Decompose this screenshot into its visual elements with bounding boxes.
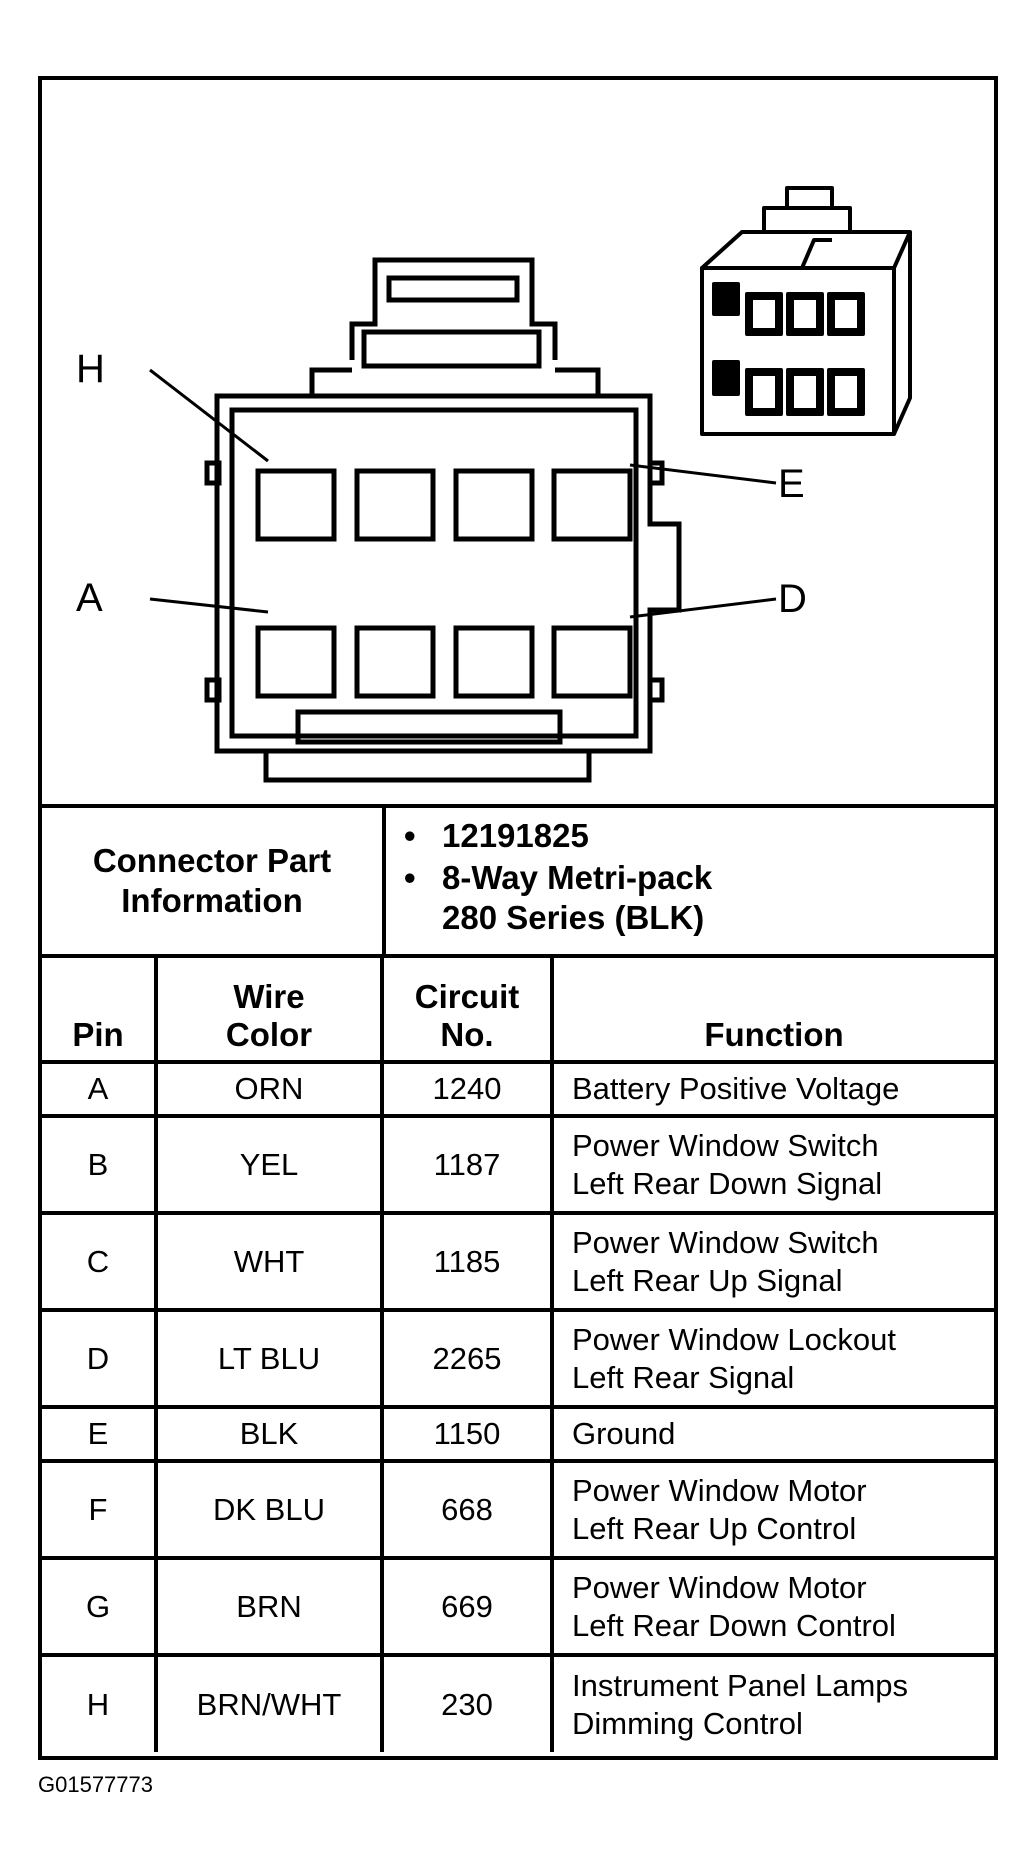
cell-circuit: 2265 [380, 1308, 554, 1409]
pin-label-a: A [76, 576, 103, 620]
leader-line-d [629, 597, 777, 619]
cell-wire-color: YEL [154, 1114, 384, 1215]
connector-3d-view [700, 186, 912, 436]
connector-type: 8-Way Metri-pack 280 Series (BLK) [404, 858, 994, 938]
connector-shoulders [309, 367, 601, 396]
table-row: G BRN 669 Power Window Motor Left Rear D… [42, 1556, 994, 1657]
terminal-cavity-g [354, 468, 436, 542]
connector-side-tab [204, 460, 222, 486]
cell-wire-color: DK BLU [154, 1459, 384, 1560]
cell-pin: H [42, 1653, 158, 1752]
pin-table-header-row: Pin Wire Color Circuit No. Function [42, 958, 994, 1064]
header-wire-color: Wire Color [154, 958, 384, 1064]
table-row: D LT BLU 2265 Power Window Lockout Left … [42, 1308, 994, 1409]
connector-latch-tab [386, 275, 520, 303]
pin-label-e: E [778, 462, 805, 506]
terminal-cavity-a [255, 625, 337, 699]
figure-id: G01577773 [38, 1772, 153, 1797]
cell-wire-color: LT BLU [154, 1308, 384, 1409]
table-row: C WHT 1185 Power Window Switch Left Rear… [42, 1211, 994, 1312]
terminal-cavity-f [453, 468, 535, 542]
terminal-cavity-b [354, 625, 436, 699]
table-row: F DK BLU 668 Power Window Motor Left Rea… [42, 1459, 994, 1560]
connector-bottom-key [295, 709, 563, 745]
cell-function: Power Window Motor Left Rear Down Contro… [550, 1556, 994, 1657]
connector-part-info-list: 12191825 8-Way Metri-pack 280 Series (BL… [386, 808, 994, 954]
pin-label-h: H [76, 347, 105, 391]
pin-table: Pin Wire Color Circuit No. Function A OR… [42, 958, 994, 1752]
connector-part-info: Connector Part Information 12191825 8-Wa… [42, 804, 994, 958]
cell-circuit: 1185 [380, 1211, 554, 1312]
connector-side-tab [647, 460, 665, 486]
cell-pin: F [42, 1459, 158, 1560]
connector-diagram-frame: H E A D [38, 76, 998, 1760]
table-row: B YEL 1187 Power Window Switch Left Rear… [42, 1114, 994, 1215]
cell-circuit: 668 [380, 1459, 554, 1560]
cell-function: Power Window Switch Left Rear Down Signa… [550, 1114, 994, 1215]
table-row: H BRN/WHT 230 Instrument Panel Lamps Dim… [42, 1653, 994, 1752]
table-row: A ORN 1240 Battery Positive Voltage [42, 1060, 994, 1118]
connector-figure: H E A D [42, 80, 994, 804]
cell-function: Power Window Lockout Left Rear Signal [550, 1308, 994, 1409]
leader-line-a [149, 597, 269, 614]
connector-housing-inner [229, 407, 639, 739]
cell-pin: D [42, 1308, 158, 1409]
terminal-cavity-d [551, 625, 633, 699]
terminal-cavity-c [453, 625, 535, 699]
cell-function: Battery Positive Voltage [550, 1060, 994, 1118]
connector-side-tab [204, 677, 222, 703]
leader-line-h [149, 368, 269, 463]
cell-circuit: 1150 [380, 1405, 554, 1463]
cell-circuit: 1187 [380, 1114, 554, 1215]
cell-wire-color: WHT [154, 1211, 384, 1312]
cell-function: Instrument Panel Lamps Dimming Control [550, 1653, 994, 1752]
header-pin: Pin [42, 958, 158, 1064]
cell-pin: G [42, 1556, 158, 1657]
header-function: Function [550, 958, 994, 1064]
pin-label-d: D [778, 577, 807, 621]
cell-wire-color: ORN [154, 1060, 384, 1118]
part-number: 12191825 [404, 816, 994, 856]
connector-bottom-rail [263, 751, 592, 783]
cell-circuit: 230 [380, 1653, 554, 1752]
leader-line-e [629, 463, 777, 485]
terminal-cavity-h [255, 468, 337, 542]
cell-function: Power Window Switch Left Rear Up Signal [550, 1211, 994, 1312]
cell-pin: E [42, 1405, 158, 1463]
cell-pin: A [42, 1060, 158, 1118]
cell-circuit: 1240 [380, 1060, 554, 1118]
connector-face-drawing: H E A D [76, 186, 912, 783]
connector-side-tab [647, 677, 665, 703]
connector-latch-outline [349, 257, 558, 360]
table-row: E BLK 1150 Ground [42, 1405, 994, 1463]
cell-circuit: 669 [380, 1556, 554, 1657]
terminal-cavity-e [551, 468, 633, 542]
cell-pin: C [42, 1211, 158, 1312]
cell-wire-color: BRN [154, 1556, 384, 1657]
connector-latch-base [361, 329, 542, 369]
cell-pin: B [42, 1114, 158, 1215]
connector-part-info-label: Connector Part Information [42, 808, 386, 954]
header-circuit-no: Circuit No. [380, 958, 554, 1064]
cell-function: Power Window Motor Left Rear Up Control [550, 1459, 994, 1560]
cell-wire-color: BLK [154, 1405, 384, 1463]
cell-wire-color: BRN/WHT [154, 1653, 384, 1752]
cell-function: Ground [550, 1405, 994, 1463]
